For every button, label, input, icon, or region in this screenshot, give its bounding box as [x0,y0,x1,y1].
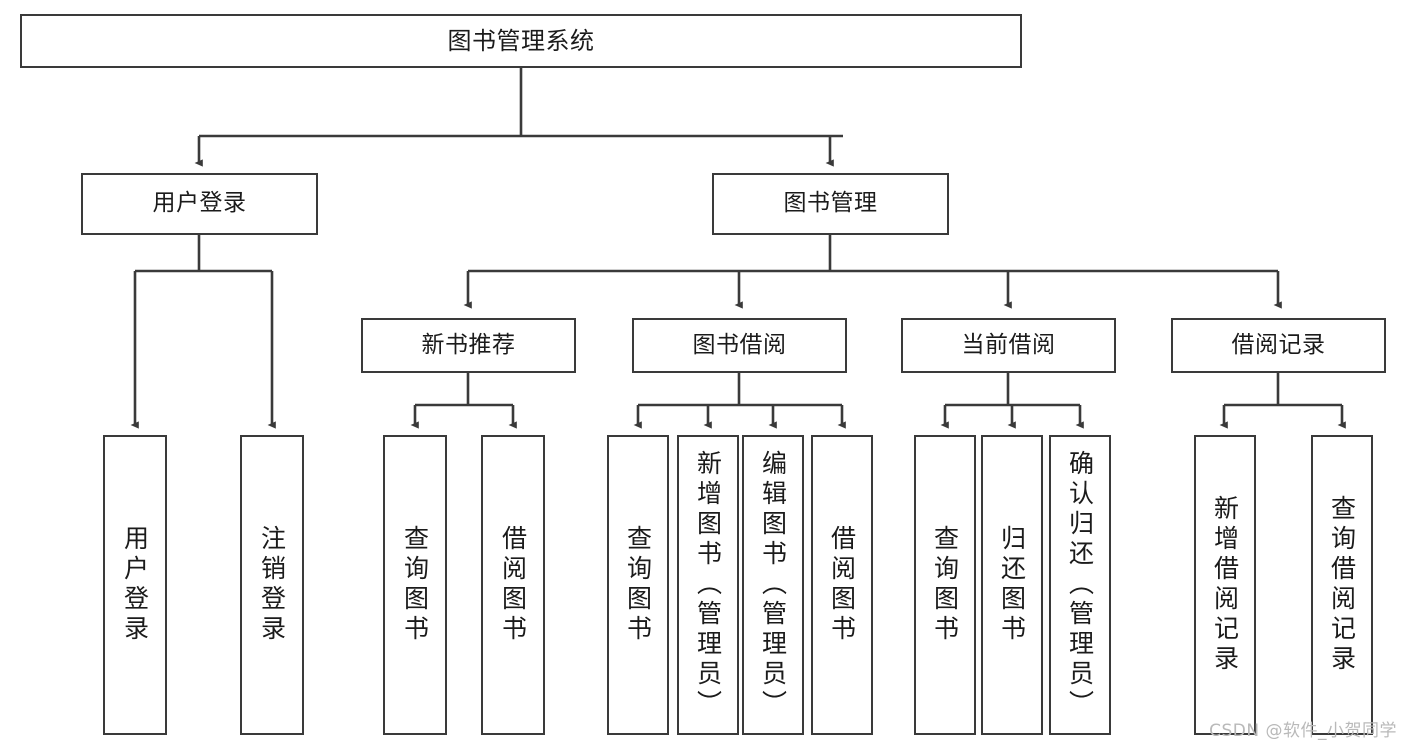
node-user-login-label: 用户登录 [152,190,247,217]
leaf-borrow-book-book-borrow[interactable]: 借阅图书 [811,435,873,735]
node-current-borrow-label: 当前借阅 [961,331,1056,358]
leaf-add-borrow-record-label: 新增借阅记录 [1210,495,1240,675]
leaf-return-book-label: 归还图书 [997,525,1027,645]
leaf-query-borrow-record-label: 查询借阅记录 [1327,495,1357,675]
node-book-borrow[interactable]: 图书借阅 [632,318,847,373]
leaf-confirm-return-admin-label: 确认归还（管理员） [1065,450,1095,720]
node-new-book-recommendation-label: 新书推荐 [421,331,516,358]
leaf-add-borrow-record[interactable]: 新增借阅记录 [1194,435,1256,735]
leaf-borrow-book-new-book-rec[interactable]: 借阅图书 [481,435,545,735]
leaf-borrow-book-book-borrow-label: 借阅图书 [827,525,857,645]
csdn-watermark: CSDN @软件_小贺同学 [1209,721,1397,741]
leaf-return-book[interactable]: 归还图书 [981,435,1043,735]
leaf-query-book-new-book-rec-label: 查询图书 [400,525,430,645]
leaf-confirm-return-admin[interactable]: 确认归还（管理员） [1049,435,1111,735]
leaf-query-book-book-borrow[interactable]: 查询图书 [607,435,669,735]
node-user-login[interactable]: 用户登录 [81,173,318,235]
leaf-query-book-current-borrow-label: 查询图书 [930,525,960,645]
leaf-query-borrow-record[interactable]: 查询借阅记录 [1311,435,1373,735]
leaf-add-book-admin-label: 新增图书（管理员） [693,450,723,720]
node-root-label: 图书管理系统 [447,26,595,55]
node-current-borrow[interactable]: 当前借阅 [901,318,1116,373]
node-book-manage[interactable]: 图书管理 [712,173,949,235]
leaf-user-login-label: 用户登录 [120,525,150,645]
node-new-book-recommendation[interactable]: 新书推荐 [361,318,576,373]
leaf-user-login[interactable]: 用户登录 [103,435,167,735]
node-borrow-record-label: 借阅记录 [1231,331,1326,358]
leaf-edit-book-admin-label: 编辑图书（管理员） [758,450,788,720]
leaf-edit-book-admin[interactable]: 编辑图书（管理员） [742,435,804,735]
node-root-book-management-system[interactable]: 图书管理系统 [20,14,1022,68]
leaf-query-book-book-borrow-label: 查询图书 [623,525,653,645]
node-borrow-record[interactable]: 借阅记录 [1171,318,1386,373]
node-book-manage-label: 图书管理 [783,190,878,217]
leaf-query-book-current-borrow[interactable]: 查询图书 [914,435,976,735]
leaf-logout-label: 注销登录 [257,525,287,645]
leaf-borrow-book-new-book-rec-label: 借阅图书 [498,525,528,645]
leaf-logout[interactable]: 注销登录 [240,435,304,735]
leaf-query-book-new-book-rec[interactable]: 查询图书 [383,435,447,735]
node-book-borrow-label: 图书借阅 [692,331,787,358]
leaf-add-book-admin[interactable]: 新增图书（管理员） [677,435,739,735]
